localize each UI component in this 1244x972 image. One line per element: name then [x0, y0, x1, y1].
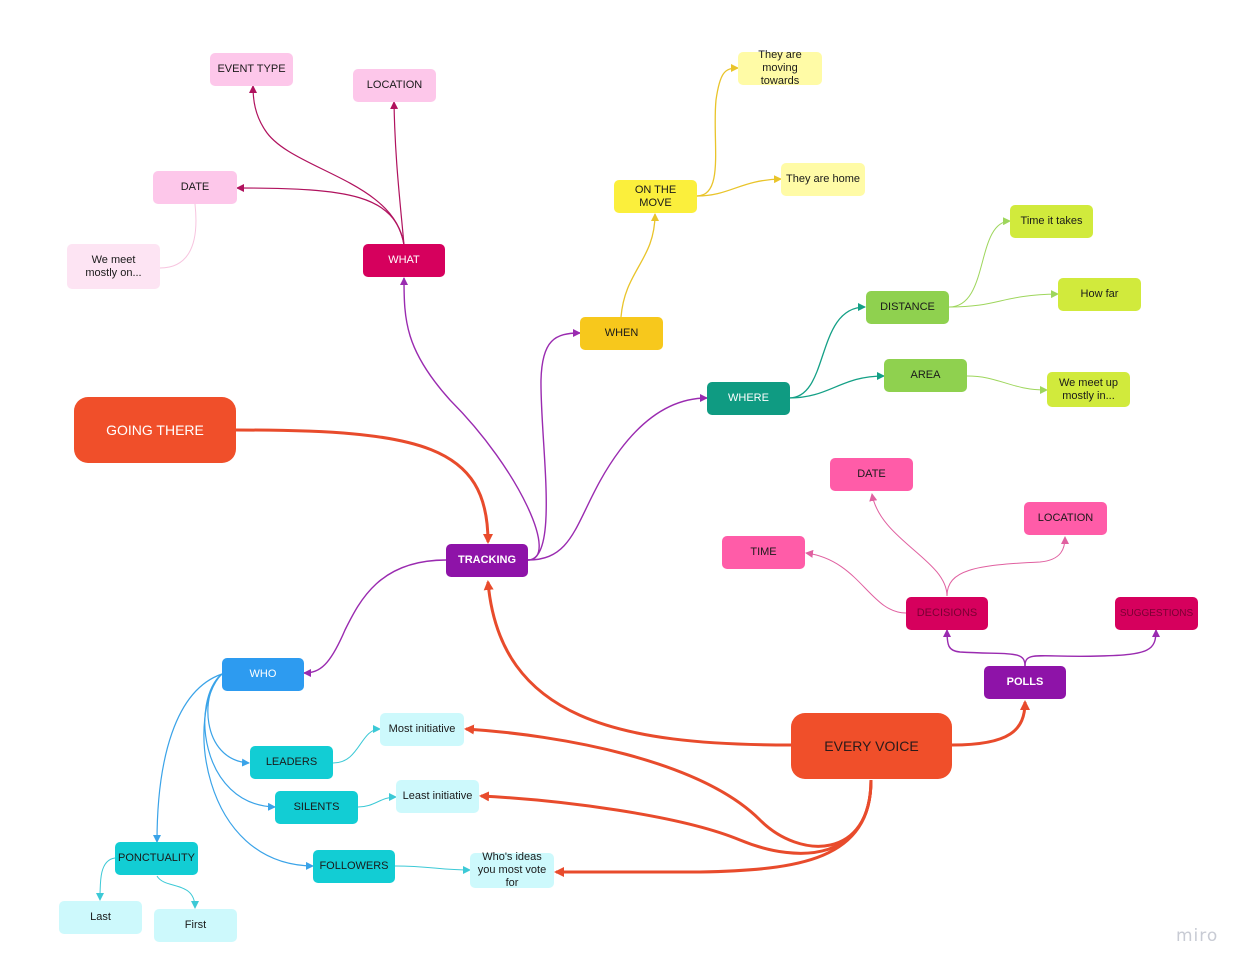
edge-what-event-type	[249, 85, 405, 246]
silents-node[interactable]: SILENTS	[275, 791, 358, 824]
edge-who-silents	[204, 673, 276, 811]
least-initiative-node[interactable]: Least initiative	[396, 780, 479, 813]
moving-towards-node[interactable]: They are moving towards	[738, 49, 822, 87]
they-are-home-node[interactable]: They are home	[781, 163, 865, 196]
decisions-node[interactable]: DECISIONS	[906, 597, 988, 630]
edge-decisions-date	[869, 493, 948, 597]
edge-tracking-when	[527, 329, 581, 561]
edge-tracking-who	[303, 559, 447, 677]
time-it-takes-node[interactable]: Time it takes	[1010, 205, 1093, 238]
where-node[interactable]: WHERE	[707, 382, 790, 415]
every-voice-node[interactable]: EVERY VOICE	[791, 713, 952, 779]
edge-followers-whos-ideas	[394, 865, 471, 874]
area-node[interactable]: AREA	[884, 359, 967, 392]
edge-who-ponctuality	[153, 673, 223, 843]
edge-distance-how-far	[948, 290, 1059, 308]
edge-who-followers	[203, 673, 314, 870]
edge-leaders-most-initiative	[332, 725, 381, 764]
date-what-node[interactable]: DATE	[153, 171, 237, 204]
edge-date-we-meet	[159, 203, 197, 269]
event-type-node[interactable]: EVENT TYPE	[210, 53, 293, 86]
leaders-node[interactable]: LEADERS	[250, 746, 333, 779]
date-polls-node[interactable]: DATE	[830, 458, 913, 491]
when-node[interactable]: WHEN	[580, 317, 663, 350]
edge-silents-least-initiative	[357, 793, 397, 808]
how-far-node[interactable]: How far	[1058, 278, 1141, 311]
edge-every-voice-whos-ideas	[554, 779, 873, 877]
polls-node[interactable]: POLLS	[984, 666, 1066, 699]
what-node[interactable]: WHAT	[363, 244, 445, 277]
last-node[interactable]: Last	[59, 901, 142, 934]
tracking-node[interactable]: TRACKING	[446, 544, 528, 577]
edge-every-voice-tracking	[483, 580, 792, 747]
suggestions-node[interactable]: SUGGESTIONS	[1115, 597, 1198, 630]
edge-polls-decisions	[943, 629, 1026, 667]
edge-every-voice-polls	[951, 700, 1030, 747]
edge-where-distance	[788, 303, 866, 399]
edge-what-date	[236, 184, 405, 246]
ponctuality-node[interactable]: PONCTUALITY	[115, 842, 198, 875]
miro-watermark: miro	[1176, 926, 1219, 946]
edge-tracking-where	[527, 394, 708, 561]
edge-area-we-meet-up	[966, 375, 1048, 394]
edge-distance-time-it-takes	[948, 217, 1011, 308]
we-meet-mostly-on-node[interactable]: We meet mostly on...	[67, 244, 160, 289]
edge-when-on-the-move	[620, 213, 659, 318]
who-node[interactable]: WHO	[222, 658, 304, 691]
edge-decisions-time	[805, 549, 907, 614]
location-what-node[interactable]: LOCATION	[353, 69, 436, 102]
edge-on-the-move-home	[696, 175, 782, 197]
edge-ponctuality-first	[156, 875, 199, 909]
edge-ponctuality-last	[96, 857, 116, 901]
edge-every-voice-least-initiative	[479, 779, 873, 855]
edge-decisions-location	[946, 536, 1069, 597]
edge-where-area	[788, 372, 885, 399]
we-meet-up-mostly-in-node[interactable]: We meet up mostly in...	[1047, 372, 1130, 407]
on-the-move-node[interactable]: ON THE MOVE	[614, 180, 697, 213]
time-polls-node[interactable]: TIME	[722, 536, 805, 569]
most-initiative-node[interactable]: Most initiative	[380, 713, 464, 746]
distance-node[interactable]: DISTANCE	[866, 291, 949, 324]
followers-node[interactable]: FOLLOWERS	[313, 850, 395, 883]
edge-tracking-what	[400, 277, 540, 561]
location-polls-node[interactable]: LOCATION	[1024, 502, 1107, 535]
going-there-node[interactable]: GOING THERE	[74, 397, 236, 463]
edge-what-location	[390, 101, 405, 246]
edge-on-the-move-moving-towards	[696, 64, 739, 197]
whos-ideas-node[interactable]: Who's ideas you most vote for	[470, 851, 554, 889]
edge-going-there-tracking	[235, 428, 493, 544]
first-node[interactable]: First	[154, 909, 237, 942]
edge-polls-suggestions	[1024, 629, 1160, 667]
